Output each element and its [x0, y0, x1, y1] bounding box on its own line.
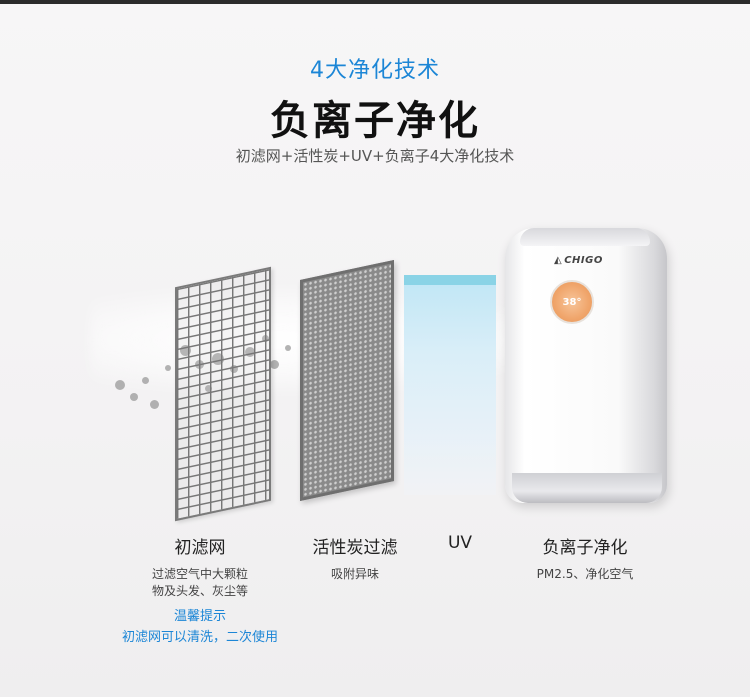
filtration-illustration: ◭CHIGO 38° — [0, 215, 750, 525]
page-title: 负离子净化 — [270, 98, 480, 144]
top-bar — [0, 0, 750, 4]
stage-note: 过滤空气中大颗粒 物及头发、灰尘等 — [120, 566, 280, 600]
tip-text: 初滤网可以清洗，二次使用 — [121, 630, 278, 645]
tech-description: 初滤网+活性炭+UV+负离子4大净化技术 — [235, 147, 515, 165]
dust-particle — [150, 400, 159, 409]
section-subtitle: 4大净化技术 — [310, 58, 440, 83]
stage-negative-ion: 负离子净化 PM2.5、净化空气 — [505, 533, 665, 583]
stage-note-line: 过滤空气中大颗粒 — [151, 567, 248, 581]
dust-particle — [285, 345, 291, 351]
display-value: 38° — [562, 296, 582, 308]
stage-name: 活性炭过滤 — [312, 538, 398, 558]
brand-name: CHIGO — [564, 255, 603, 266]
uv-panel-top — [404, 275, 496, 285]
stage-note: PM2.5、净化空气 — [505, 566, 665, 583]
dust-particle — [165, 365, 171, 371]
stage-pre-filter: 初滤网 过滤空气中大颗粒 物及头发、灰尘等 — [120, 533, 280, 600]
dust-particle — [115, 380, 125, 390]
pre-filter-mesh — [175, 266, 271, 522]
display-dial: 38° — [550, 280, 594, 324]
stage-name: 负离子净化 — [542, 538, 628, 558]
tip-box: 温馨提示 初滤网可以清洗，二次使用 — [95, 606, 305, 648]
activated-carbon-filter — [300, 260, 394, 501]
brand-logo: ◭CHIGO — [554, 255, 603, 266]
dust-particle — [130, 393, 138, 401]
stage-carbon-filter: 活性炭过滤 吸附异味 — [290, 533, 420, 583]
stage-uv: UV — [430, 533, 490, 553]
stage-note-line: PM2.5、净化空气 — [536, 567, 634, 581]
purifier-base — [512, 473, 662, 503]
stage-note: 吸附异味 — [290, 566, 420, 583]
stage-name: 初滤网 — [174, 538, 226, 558]
purifier-control-top — [520, 228, 650, 246]
uv-light-panel — [404, 275, 496, 495]
air-purifier-device — [505, 228, 667, 503]
stage-note-line: 物及头发、灰尘等 — [151, 584, 248, 598]
tip-title: 温馨提示 — [173, 609, 226, 624]
dust-particle — [270, 360, 279, 369]
stage-name: UV — [447, 533, 473, 553]
stage-note-line: 吸附异味 — [330, 567, 379, 581]
dust-particle — [142, 377, 149, 384]
brand-mark-icon: ◭ — [554, 255, 563, 266]
